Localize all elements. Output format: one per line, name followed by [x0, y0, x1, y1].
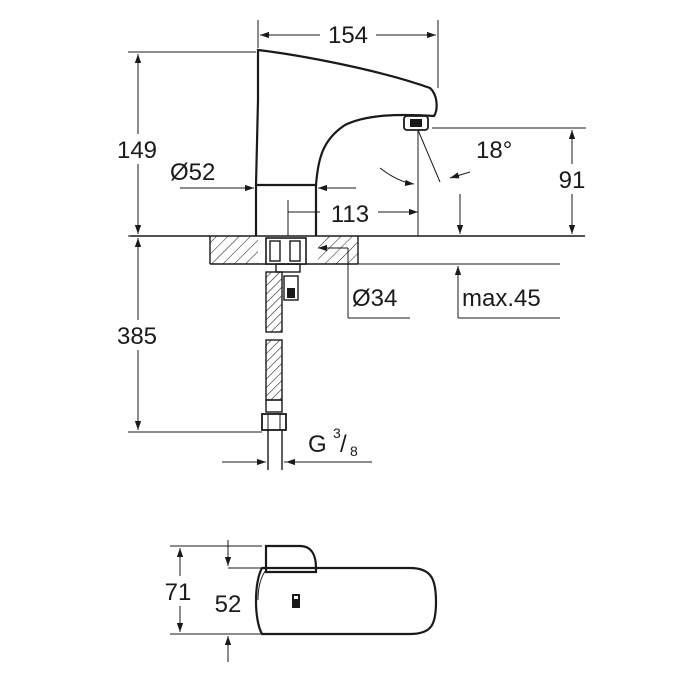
faucet-body — [254, 48, 438, 187]
dim-thread-den: 8 — [350, 443, 358, 459]
dim-spout-height: 91 — [559, 167, 586, 194]
countertop-hatch-left — [210, 236, 258, 264]
countertop-hatch-right — [318, 236, 358, 264]
dim-plan-width: 52 — [215, 591, 242, 618]
dim-total-height: 149 — [117, 137, 157, 164]
dim-spout-angle: 18° — [476, 137, 512, 164]
dim-thread-slash: / — [340, 431, 347, 458]
side-view: 154 149 Ø52 113 18° 91 Ø34 — [104, 18, 596, 470]
dim-width-top: 154 — [328, 22, 368, 49]
dim-thread-main: G — [308, 431, 327, 458]
supply-hose-lower — [265, 339, 283, 401]
dim-hole-diameter: Ø34 — [352, 285, 397, 312]
dim-hose-length: 385 — [117, 323, 157, 350]
dim-max-thickness: max.45 — [462, 285, 541, 312]
sensor-window — [292, 594, 300, 608]
dim-base-diameter: Ø52 — [170, 159, 215, 186]
dim-thread-num: 3 — [333, 425, 341, 441]
dim-spout-reach: 113 — [331, 201, 369, 228]
plan-mount — [264, 544, 318, 574]
plan-view: 71 52 — [160, 540, 438, 662]
plan-body-outline — [254, 566, 438, 636]
supply-hose-upper — [265, 271, 283, 333]
dim-plan-length: 71 — [165, 579, 192, 606]
hose-connector — [261, 413, 287, 431]
